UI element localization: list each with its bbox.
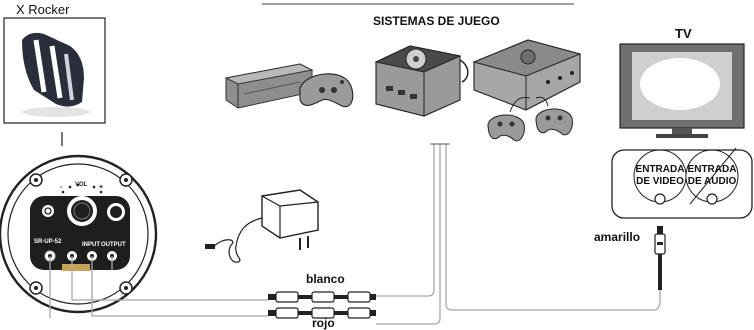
panel-minus-text: - (60, 184, 63, 191)
game-systems-label: SISTEMAS DE JUEGO (373, 14, 500, 28)
console-xbox (472, 39, 582, 142)
power-adapter (205, 189, 319, 263)
rca-plugs-red (268, 307, 376, 319)
console-gamecube (374, 45, 469, 117)
yellow-label: amarillo (594, 230, 641, 244)
chair-image (3, 17, 106, 124)
cables (49, 144, 661, 325)
video-input-label: ENTRADA DE VIDEO (634, 164, 686, 188)
audio-input-label: ENTRADA DE AUDIO (686, 164, 738, 188)
video-input-line2: DE VIDEO (636, 176, 684, 187)
tv-label: TV (675, 26, 692, 41)
tv-inputs-box (611, 147, 753, 219)
panel-input-text: INPUT (82, 242, 100, 248)
panel-vol-text: VOL (75, 182, 88, 188)
red-label: rojo (312, 316, 335, 330)
chair-label: X Rocker (16, 2, 70, 17)
panel-plus-text: + (99, 184, 104, 191)
yellow-plug (654, 226, 666, 290)
rca-plugs-white (268, 291, 376, 303)
audio-input-line1: ENTRADA (687, 164, 737, 175)
panel-output-text: OUTPUT (101, 242, 126, 248)
white-label: blanco (306, 272, 345, 286)
console-ps2 (224, 63, 354, 109)
panel-model-text: SR-UP-52 (34, 239, 62, 245)
tv-set (619, 43, 745, 138)
video-input-line1: ENTRADA (635, 164, 685, 175)
audio-input-line2: DE AUDIO (687, 176, 737, 187)
control-panel (0, 132, 158, 314)
